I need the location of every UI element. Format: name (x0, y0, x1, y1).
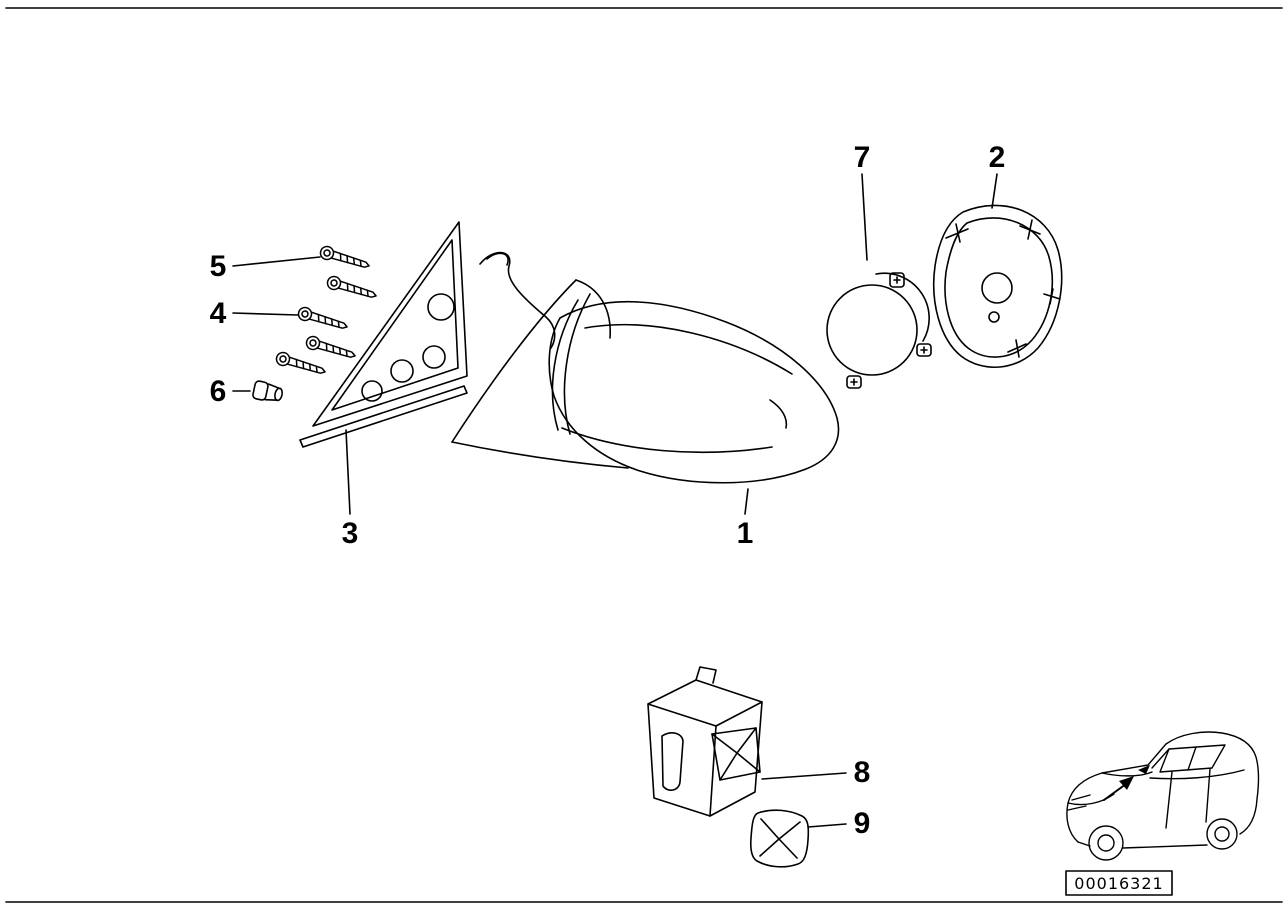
diagram-code: 00016321 (1074, 874, 1163, 893)
diagram-code-box (1065, 870, 1173, 896)
screws-part-5 (318, 244, 379, 303)
callout-5: 5 (210, 250, 227, 283)
leader-lines (232, 173, 998, 828)
callout-8: 8 (854, 756, 871, 789)
grommet-part-6 (252, 380, 283, 402)
screws-part-4 (274, 305, 358, 379)
car-illustration (1066, 731, 1260, 861)
mirror-switch-part-8 (647, 666, 763, 817)
mirror-location-arrow (1103, 765, 1150, 801)
callout-7: 7 (854, 141, 871, 174)
backing-plate-part-2 (932, 204, 1063, 368)
switch-cap-part-9 (749, 809, 810, 868)
mirror-motor-part-7 (826, 272, 932, 389)
mirror-housing-part-1 (451, 279, 840, 484)
callout-4: 4 (210, 297, 227, 330)
callout-6: 6 (210, 375, 227, 408)
mirror-wires (479, 251, 556, 349)
mounting-plate-part-3 (299, 221, 468, 448)
callout-1: 1 (737, 517, 754, 550)
callout-2: 2 (989, 141, 1006, 174)
callout-3: 3 (342, 517, 359, 550)
callout-9: 9 (854, 807, 871, 840)
